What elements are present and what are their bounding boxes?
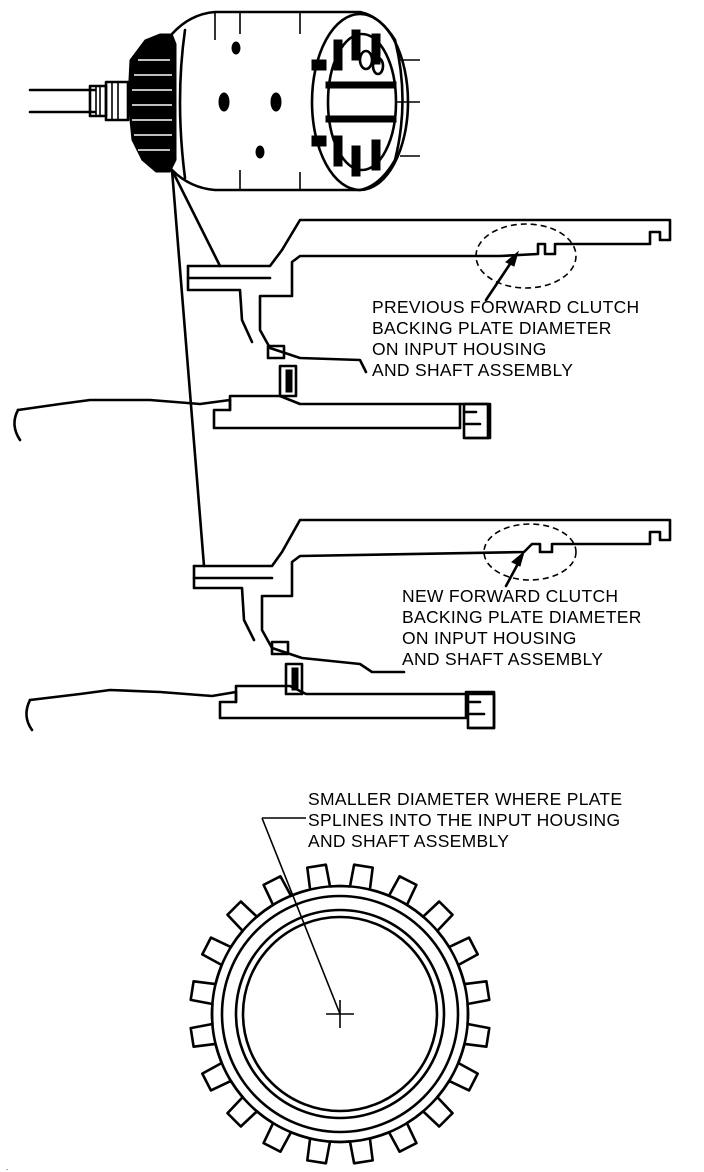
leader-to-new-section	[170, 168, 206, 568]
label-line: AND SHAFT ASSEMBLY	[308, 831, 510, 851]
smaller-diameter-leader	[261, 817, 341, 1015]
label-line: PREVIOUS FORWARD CLUTCH	[372, 297, 640, 317]
label-line: AND SHAFT ASSEMBLY	[372, 360, 574, 380]
new-diameter-label: NEW FORWARD CLUTCH BACKING PLATE DIAMETE…	[402, 586, 642, 670]
smaller-diameter-label: SMALLER DIAMETER WHERE PLATE SPLINES INT…	[308, 789, 622, 852]
label-line: SPLINES INTO THE INPUT HOUSING	[308, 810, 621, 830]
previous-diameter-highlight	[475, 223, 577, 289]
label-line: BACKING PLATE DIAMETER	[372, 318, 612, 338]
leader-to-previous-section	[170, 168, 222, 268]
label-line: ON INPUT HOUSING	[372, 339, 547, 359]
backing-plate-end-view	[189, 817, 491, 1165]
label-line: NEW FORWARD CLUTCH	[402, 586, 619, 606]
label-line: AND SHAFT ASSEMBLY	[402, 649, 604, 669]
previous-section-view	[13, 218, 672, 442]
new-section-view	[25, 518, 672, 732]
label-line: SMALLER DIAMETER WHERE PLATE	[308, 789, 623, 809]
new-diameter-highlight	[483, 523, 577, 581]
label-line: BACKING PLATE DIAMETER	[402, 607, 642, 627]
previous-diameter-label: PREVIOUS FORWARD CLUTCH BACKING PLATE DI…	[372, 297, 639, 381]
label-line: ON INPUT HOUSING	[402, 628, 577, 648]
svg-text:.: .	[6, 1163, 8, 1172]
input-housing-drum-illustration	[28, 10, 420, 192]
